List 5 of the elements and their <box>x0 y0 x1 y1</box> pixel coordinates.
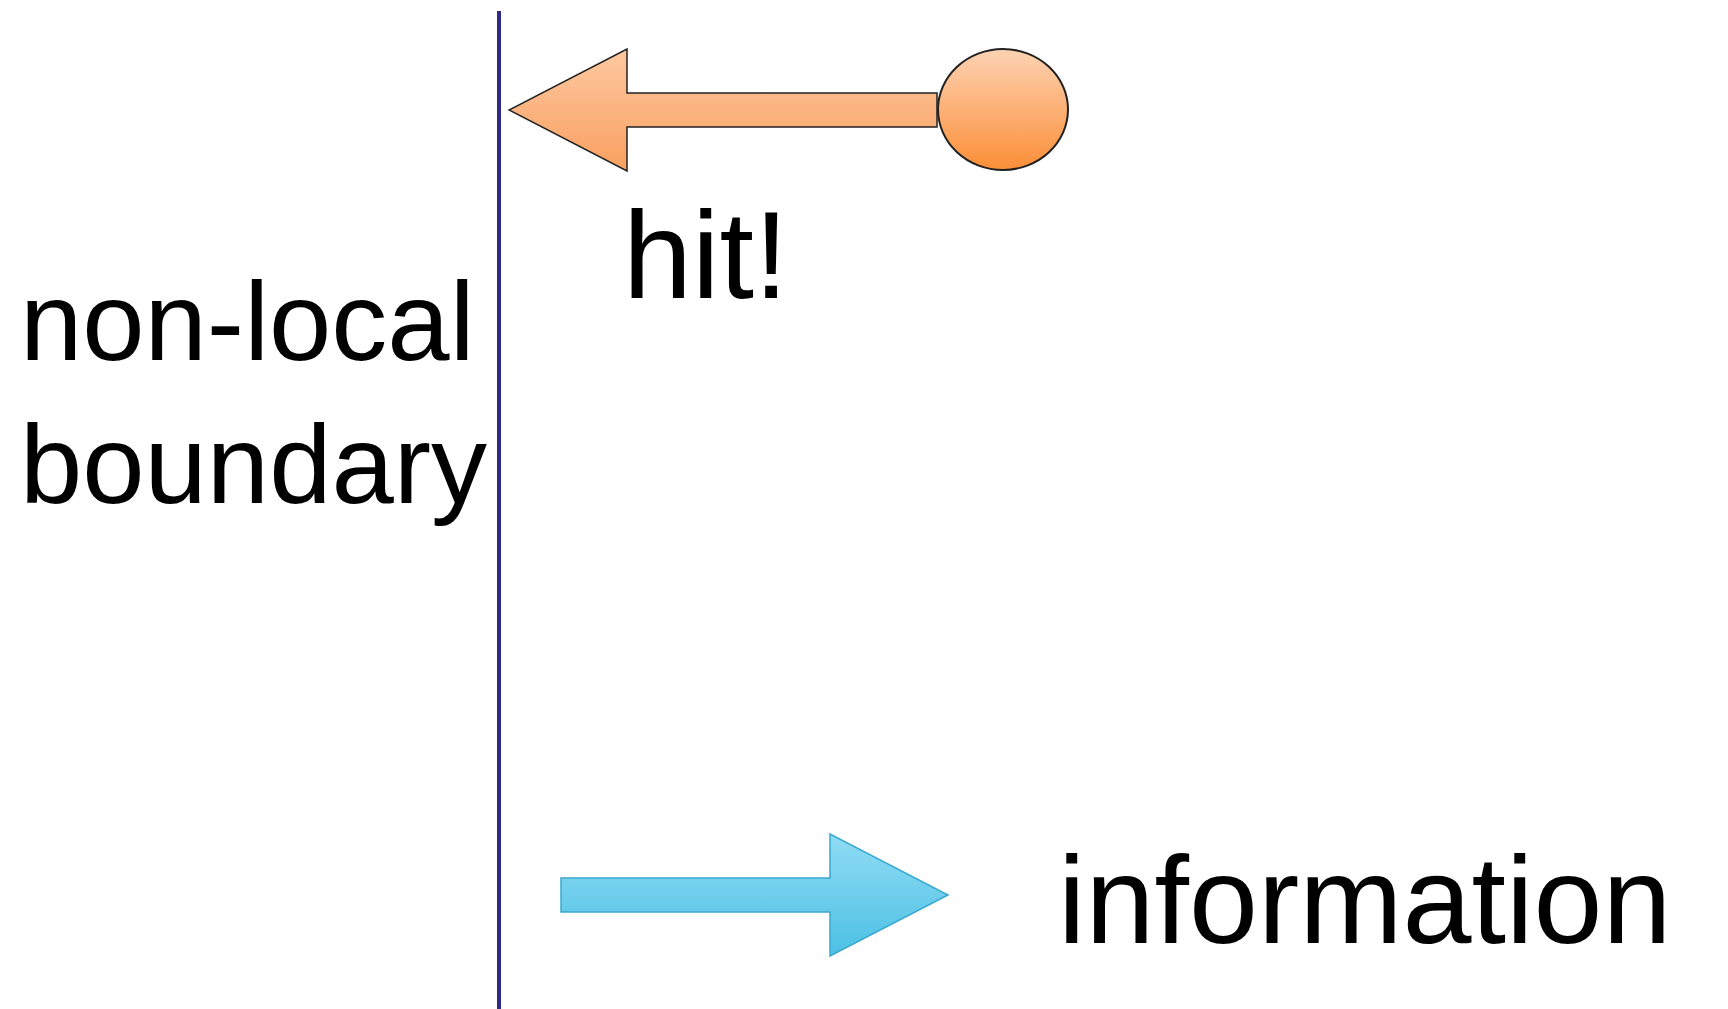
block-arrow <box>507 47 938 173</box>
boundary-label: non-local boundary <box>20 258 489 529</box>
information-label: information <box>1058 830 1673 970</box>
edge-label: hit! <box>623 190 789 320</box>
block-arrow <box>560 832 950 958</box>
